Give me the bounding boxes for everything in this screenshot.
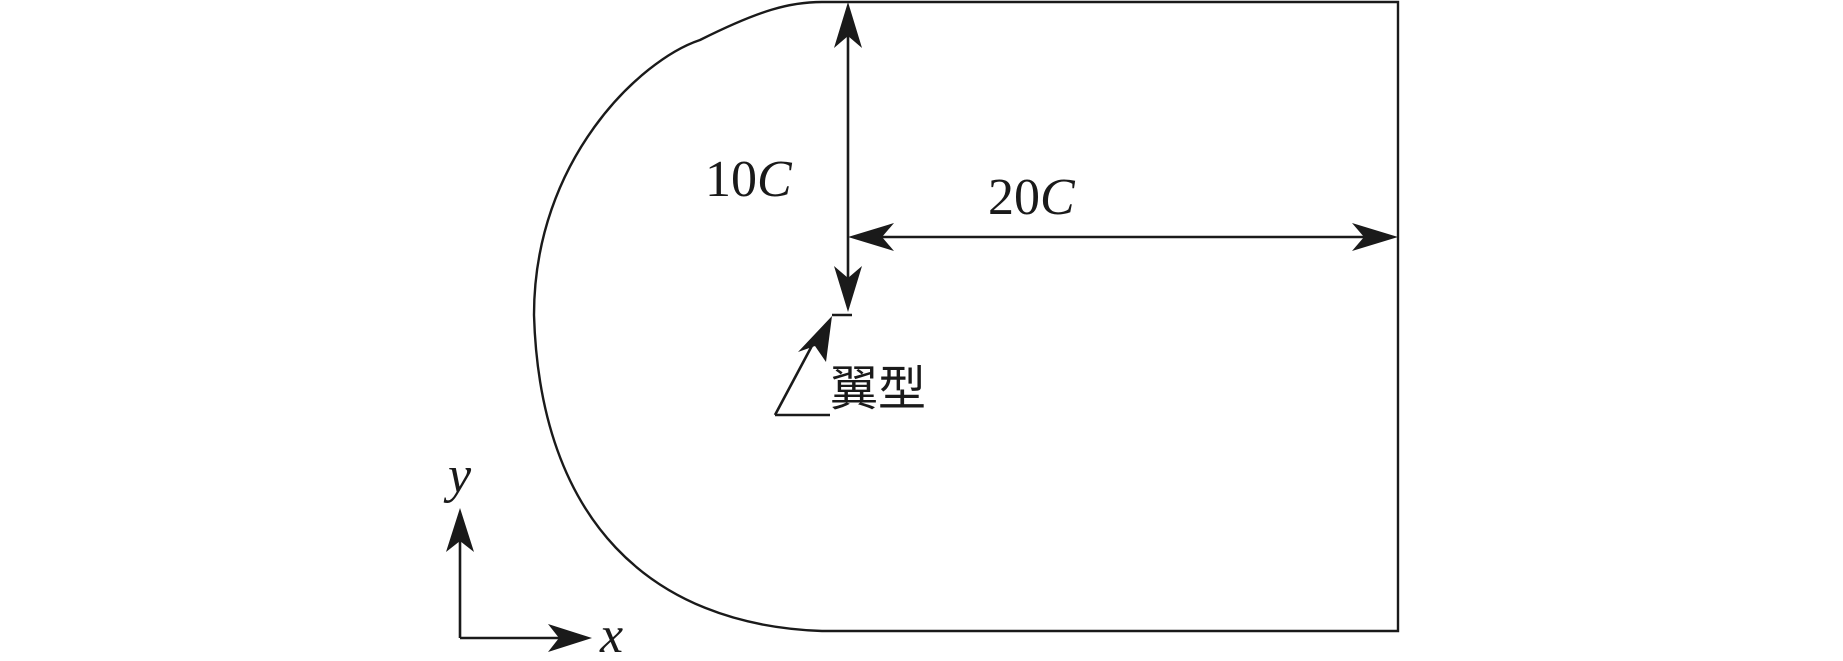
airfoil-label: 翼型 <box>830 361 926 417</box>
domain-boundary <box>532 0 1400 633</box>
airfoil-pointer <box>773 316 832 417</box>
height-dimension <box>832 2 862 317</box>
width-arrow-left <box>848 223 894 251</box>
width-arrow-right <box>1352 223 1398 251</box>
y-axis-arrowhead <box>446 508 474 552</box>
x-axis-arrowhead <box>548 624 592 652</box>
width-dimension <box>848 223 1398 251</box>
coordinate-axes <box>446 508 592 652</box>
height-arrow-top <box>834 2 862 48</box>
height-label: 10C <box>705 151 793 208</box>
width-label: 20C <box>988 169 1076 226</box>
x-axis-label: x <box>599 607 623 661</box>
airfoil-pointer-arrowhead <box>798 316 832 362</box>
y-axis-label: y <box>443 447 472 504</box>
height-arrow-bottom <box>834 266 862 312</box>
